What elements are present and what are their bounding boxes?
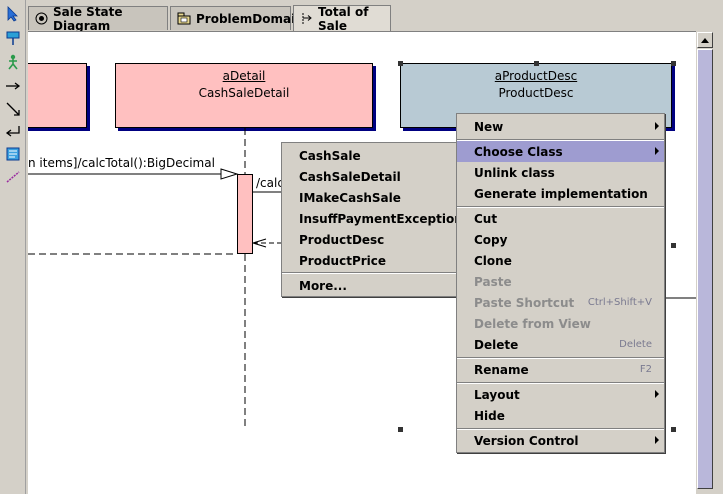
class-submenu: CashSale CashSaleDetail IMakeCashSale In… [281, 142, 463, 297]
menu-item-clone[interactable]: Clone [474, 253, 512, 268]
submenu-arrow-icon [655, 122, 659, 130]
scroll-thumb[interactable] [697, 49, 713, 489]
sequence-lines [28, 128, 696, 427]
class-item-insuffpaymentexception[interactable]: InsuffPaymentException [299, 211, 463, 226]
menu-label: New [474, 119, 504, 134]
object-instance-name: aDetail [222, 69, 266, 83]
menu-item-delete[interactable]: Delete Delete [457, 334, 664, 355]
context-menu: New Choose Class Unlink class Generate i… [456, 113, 665, 453]
note-icon[interactable] [3, 144, 23, 164]
diagonal-arrow-icon[interactable] [3, 99, 23, 119]
shortcut-hint: Delete [619, 339, 652, 350]
sequence-diagram-icon [300, 12, 313, 26]
menu-item-unlink-class[interactable]: Unlink class [474, 165, 555, 180]
class-item-more[interactable]: More... [299, 278, 347, 293]
selection-handle[interactable] [534, 61, 539, 66]
class-item-productdesc[interactable]: ProductDesc [299, 232, 385, 247]
submenu-arrow-icon [655, 147, 659, 155]
menu-item-rename[interactable]: Rename F2 [457, 359, 664, 380]
menu-item-paste-shortcut: Paste Shortcut Ctrl+Shift+V [457, 292, 664, 313]
vertical-scrollbar[interactable] [696, 31, 714, 494]
class-item-cashsaledetail[interactable]: CashSaleDetail [299, 169, 401, 184]
object-class-name: ProductDesc [498, 86, 574, 100]
menu-item-copy[interactable]: Copy [474, 232, 508, 247]
package-icon [177, 12, 191, 26]
menu-item-generate-implementation[interactable]: Generate implementation [474, 186, 648, 201]
message-label[interactable]: n items]/calcTotal():BigDecimal [28, 156, 215, 170]
selection-handle[interactable] [398, 427, 403, 432]
comment-icon[interactable] [3, 28, 23, 48]
object-box-partial[interactable] [28, 63, 87, 128]
select-arrow-icon[interactable] [3, 4, 23, 24]
menu-label: Rename [474, 362, 529, 377]
tab-problem-domain[interactable]: ProblemDomain [170, 6, 304, 30]
diagram-toolbar [0, 0, 26, 494]
menu-item-choose-class[interactable]: Choose Class [457, 141, 664, 162]
class-item-imakecashsale[interactable]: IMakeCashSale [299, 190, 401, 205]
menu-label: Choose Class [474, 144, 563, 159]
state-diagram-icon [35, 12, 48, 26]
menu-separator [282, 272, 456, 274]
menu-separator [457, 139, 664, 141]
message-arrow-icon[interactable] [3, 76, 23, 96]
chevron-up-icon [701, 37, 709, 43]
tab-label: Total of Sale [318, 4, 369, 33]
menu-separator [457, 382, 664, 384]
menu-item-delete-from-view: Delete from View [474, 316, 591, 331]
scroll-up-button[interactable] [697, 32, 713, 48]
menu-item-new[interactable]: New [457, 116, 664, 137]
window-edge [714, 31, 723, 494]
tab-label: ProblemDomain [196, 11, 304, 26]
menu-label: Layout [474, 387, 520, 402]
actor-icon[interactable] [3, 52, 23, 72]
tab-total-of-sale[interactable]: Total of Sale [293, 4, 391, 33]
shortcut-hint: F2 [639, 364, 652, 375]
selection-handle[interactable] [671, 243, 676, 248]
link-line-icon[interactable] [3, 167, 23, 187]
selection-handle[interactable] [398, 61, 403, 66]
class-item-cashsale[interactable]: CashSale [299, 148, 361, 163]
menu-label: Delete [474, 337, 519, 352]
selection-handle[interactable] [671, 427, 676, 432]
menu-item-cut[interactable]: Cut [474, 211, 498, 226]
menu-item-layout[interactable]: Layout [457, 384, 664, 405]
return-arrow-icon[interactable] [3, 121, 23, 141]
shortcut-hint: Ctrl+Shift+V [587, 297, 652, 308]
object-class-name: CashSaleDetail [198, 86, 290, 100]
class-item-productprice[interactable]: ProductPrice [299, 253, 387, 268]
activation-bar[interactable] [237, 174, 253, 254]
object-box-adetail[interactable]: aDetail CashSaleDetail [115, 63, 373, 128]
menu-item-hide[interactable]: Hide [474, 408, 505, 423]
menu-separator [457, 428, 664, 430]
object-instance-name: aProductDesc [494, 69, 578, 83]
selection-handle[interactable] [671, 61, 676, 66]
tab-label: Sale State Diagram [53, 4, 123, 33]
submenu-arrow-icon [655, 390, 659, 398]
menu-item-paste: Paste [474, 274, 512, 289]
menu-label: Version Control [474, 433, 579, 448]
menu-separator [457, 206, 664, 208]
message-label-partial[interactable]: /calc [256, 176, 284, 190]
menu-item-version-control[interactable]: Version Control [457, 430, 664, 451]
tab-sale-state-diagram[interactable]: Sale State Diagram [28, 4, 168, 33]
menu-separator [457, 357, 664, 359]
menu-label: Paste Shortcut [474, 295, 575, 310]
submenu-arrow-icon [655, 436, 659, 444]
